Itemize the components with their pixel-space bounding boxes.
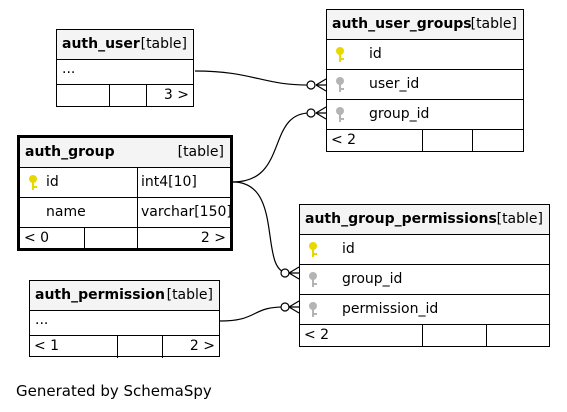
table-header: auth_user [table] <box>57 30 193 60</box>
table-name[interactable]: auth_group_permissions <box>305 211 497 227</box>
link-auth-group-to-user-groups <box>232 112 314 183</box>
optional-marker <box>306 108 316 118</box>
primary-key-icon <box>309 242 317 257</box>
column-row[interactable]: group_id <box>300 265 549 295</box>
column-name: id <box>342 241 355 257</box>
column-name: id <box>369 46 382 62</box>
collapsed-columns: ... <box>57 60 193 85</box>
column-row[interactable]: name varchar[150] <box>20 198 232 228</box>
column-row[interactable]: id int4[10] <box>20 168 230 198</box>
table-footer: < 2 <box>327 130 523 152</box>
optional-marker <box>306 80 316 90</box>
table-name[interactable]: auth_user <box>62 36 140 52</box>
optional-marker <box>280 302 290 312</box>
link-auth-user-to-user-groups <box>194 70 314 86</box>
table-auth-user[interactable]: auth_user [table] ... 3 > <box>56 29 194 107</box>
table-auth-user-groups[interactable]: auth_user_groups [table] id user_id grou… <box>326 9 524 152</box>
column-name: permission_id <box>342 301 439 317</box>
column-name: name <box>46 204 86 220</box>
table-header: auth_group_permissions [table] <box>300 205 549 235</box>
column-row[interactable]: id <box>300 235 549 265</box>
table-name[interactable]: auth_user_groups <box>332 16 472 32</box>
parent-count[interactable]: < 2 <box>304 327 330 343</box>
column-row[interactable]: group_id <box>327 100 523 130</box>
collapsed-columns: ... <box>30 311 219 336</box>
table-auth-group[interactable]: auth_group [table] id int4[10] name varc… <box>17 135 233 251</box>
table-auth-permission[interactable]: auth_permission [table] ... < 1 2 > <box>29 280 220 358</box>
table-header: auth_permission [table] <box>30 281 219 311</box>
table-footer: < 1 2 > <box>30 336 219 358</box>
table-kind: [table] <box>177 144 224 160</box>
child-count[interactable]: 2 > <box>189 338 215 354</box>
primary-key-icon <box>336 47 344 62</box>
column-row[interactable]: id <box>327 40 523 70</box>
foreign-key-icon <box>309 272 317 287</box>
column-type: varchar[150] <box>141 204 232 220</box>
column-row[interactable]: user_id <box>327 70 523 100</box>
table-kind: [table] <box>496 211 543 227</box>
link-auth-group-to-group-permissions <box>232 181 289 274</box>
parent-count[interactable]: < 2 <box>331 132 357 148</box>
table-footer: 3 > <box>57 85 193 107</box>
foreign-key-icon <box>309 302 317 317</box>
column-row[interactable]: permission_id <box>300 295 549 325</box>
table-name[interactable]: auth_permission <box>35 287 165 303</box>
table-auth-group-permissions[interactable]: auth_group_permissions [table] id group_… <box>299 204 550 347</box>
foreign-key-icon <box>336 77 344 92</box>
parent-count[interactable]: < 0 <box>24 230 50 246</box>
column-name: group_id <box>342 271 403 287</box>
parent-count[interactable]: < 1 <box>34 338 60 354</box>
link-auth-permission-to-group-permissions <box>219 306 289 322</box>
column-type: int4[10] <box>141 174 197 190</box>
foreign-key-icon <box>336 107 344 122</box>
column-name: user_id <box>369 76 420 92</box>
table-footer: < 0 2 > <box>20 228 230 250</box>
table-kind: [table] <box>470 16 517 32</box>
table-footer: < 2 <box>300 325 549 347</box>
optional-marker <box>280 268 290 278</box>
column-name: id <box>46 174 59 190</box>
primary-key-icon <box>29 175 37 190</box>
table-name[interactable]: auth_group <box>25 144 115 160</box>
table-kind: [table] <box>140 36 187 52</box>
table-header: auth_user_groups [table] <box>327 10 523 40</box>
child-count[interactable]: 3 > <box>163 87 189 103</box>
table-kind: [table] <box>166 287 213 303</box>
column-name: group_id <box>369 106 430 122</box>
generator-caption: Generated by SchemaSpy <box>16 382 212 400</box>
table-header: auth_group [table] <box>20 138 230 168</box>
child-count[interactable]: 2 > <box>200 230 226 246</box>
